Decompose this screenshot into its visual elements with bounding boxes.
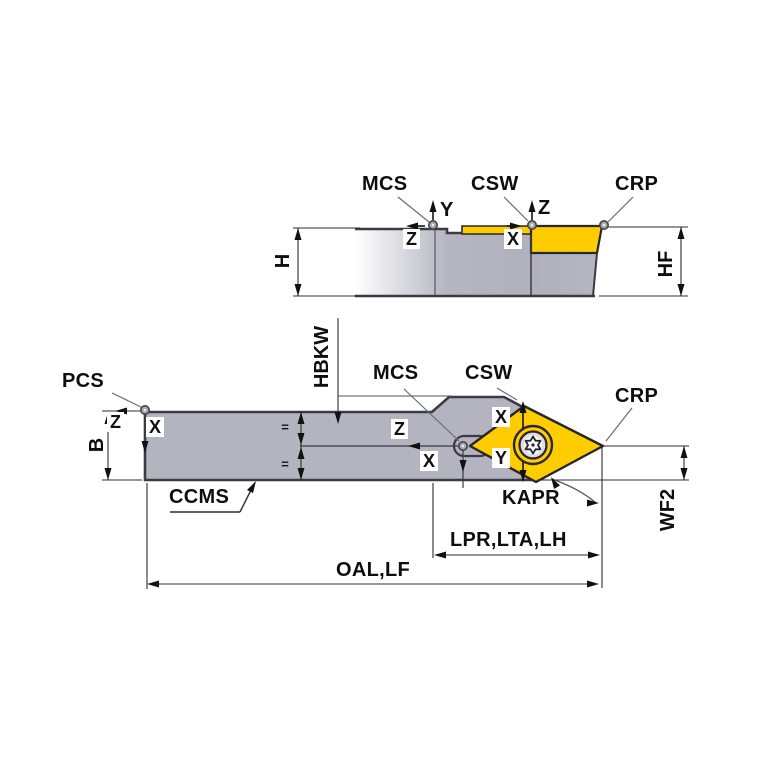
side-view (293, 196, 688, 298)
label-x-box-csw-plan: X (492, 407, 511, 427)
label-mcs-side: MCS (362, 173, 408, 195)
label-z-box-mcs-plan: Z (391, 419, 408, 439)
reference-point-markers-plan (140, 404, 468, 451)
dimension-LPR (432, 483, 598, 558)
label-x-box-csw-side: X (504, 229, 523, 249)
dimension-H (293, 227, 360, 297)
label-hbkw-dimension: HBKW (311, 325, 333, 389)
insert-side-view (529, 224, 604, 255)
label-pcs: PCS (62, 370, 105, 392)
label-wf2-dimension: WF2 (657, 488, 679, 532)
leader-lines-side (397, 196, 634, 223)
kapr-angle-arc (551, 478, 597, 504)
arrowheads-side (294, 200, 685, 296)
plan-view (102, 318, 689, 589)
clamp-screw-icon (512, 424, 554, 466)
label-lpr-lta-lh: LPR,LTA,LH (450, 529, 567, 551)
body-right-edge (592, 252, 598, 297)
dimension-OAL (146, 483, 597, 589)
label-x-box-pcs: X (146, 417, 165, 437)
label-z-box-mcs-side: Z (403, 229, 420, 249)
label-ccms: CCMS (169, 486, 230, 508)
label-equal-upper: = (281, 419, 289, 435)
label-mcs-plan: MCS (373, 362, 419, 384)
reference-point-markers-side (427, 220, 609, 231)
label-crp-plan: CRP (615, 385, 659, 407)
label-csw-plan: CSW (465, 362, 513, 384)
label-z-box-pcs: Z (107, 412, 124, 432)
label-x-box-mcs-plan: X (420, 451, 439, 471)
dimension-HBKW (337, 318, 452, 422)
body-top-edge (355, 227, 462, 235)
label-equal-lower: = (281, 456, 289, 472)
label-csw-side: CSW (471, 173, 519, 195)
arrowheads-plan (104, 401, 688, 588)
label-z-axis-csw-side: Z (538, 197, 551, 219)
label-kapr: KAPR (502, 487, 560, 509)
leader-lines-plan (111, 387, 633, 442)
label-oal-lf: OAL,LF (336, 559, 411, 581)
label-y-box-csw-plan: Y (492, 448, 511, 468)
label-h-dimension: H (272, 253, 294, 269)
label-y-axis-side: Y (440, 199, 454, 221)
label-b-dimension: B (86, 437, 108, 453)
label-crp-side: CRP (615, 173, 659, 195)
label-hf-dimension: HF (655, 250, 677, 278)
